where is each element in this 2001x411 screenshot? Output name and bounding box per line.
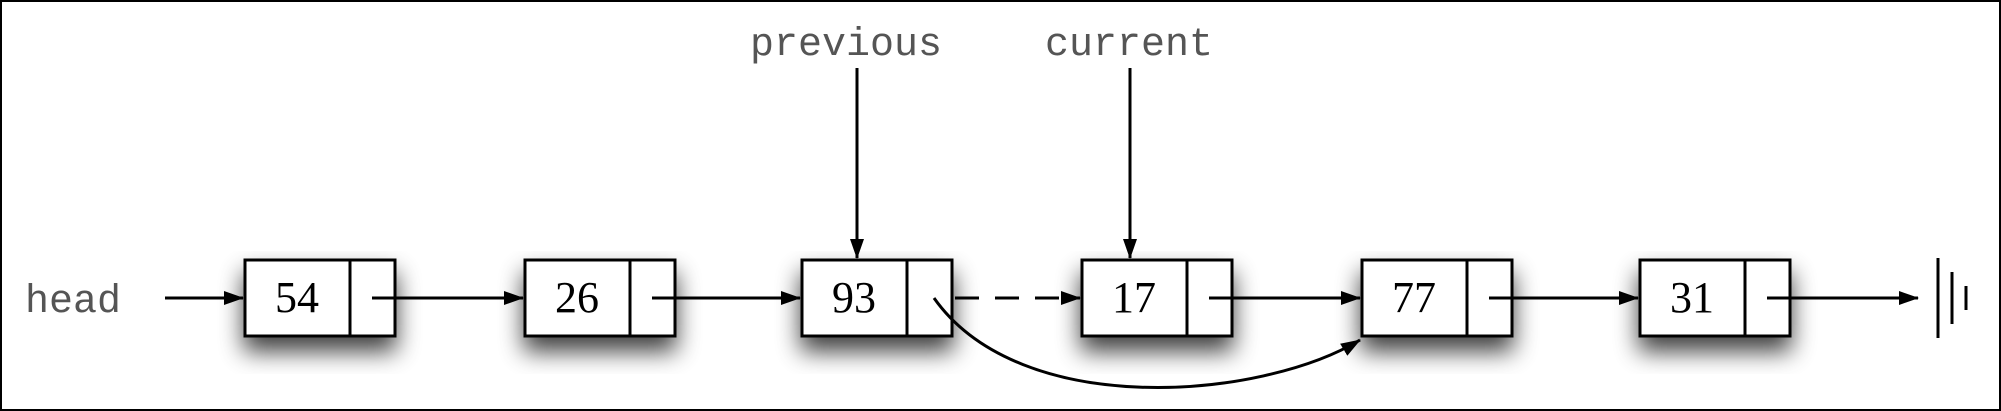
head-label: head bbox=[25, 280, 121, 325]
previous-label: previous bbox=[750, 23, 942, 68]
node-value: 31 bbox=[1670, 273, 1714, 322]
node-5 bbox=[1360, 258, 1514, 338]
node-1 bbox=[243, 258, 397, 338]
node-value: 26 bbox=[555, 273, 599, 322]
current-label: current bbox=[1045, 23, 1213, 68]
node-value: 77 bbox=[1392, 273, 1436, 322]
node-value: 93 bbox=[832, 273, 876, 322]
node-3 bbox=[800, 258, 954, 338]
node-2 bbox=[523, 258, 677, 338]
bypass-curve-arrow bbox=[932, 297, 1361, 389]
ground-icon bbox=[1936, 258, 1968, 338]
node-value: 17 bbox=[1112, 273, 1156, 322]
node-value: 54 bbox=[275, 273, 319, 322]
